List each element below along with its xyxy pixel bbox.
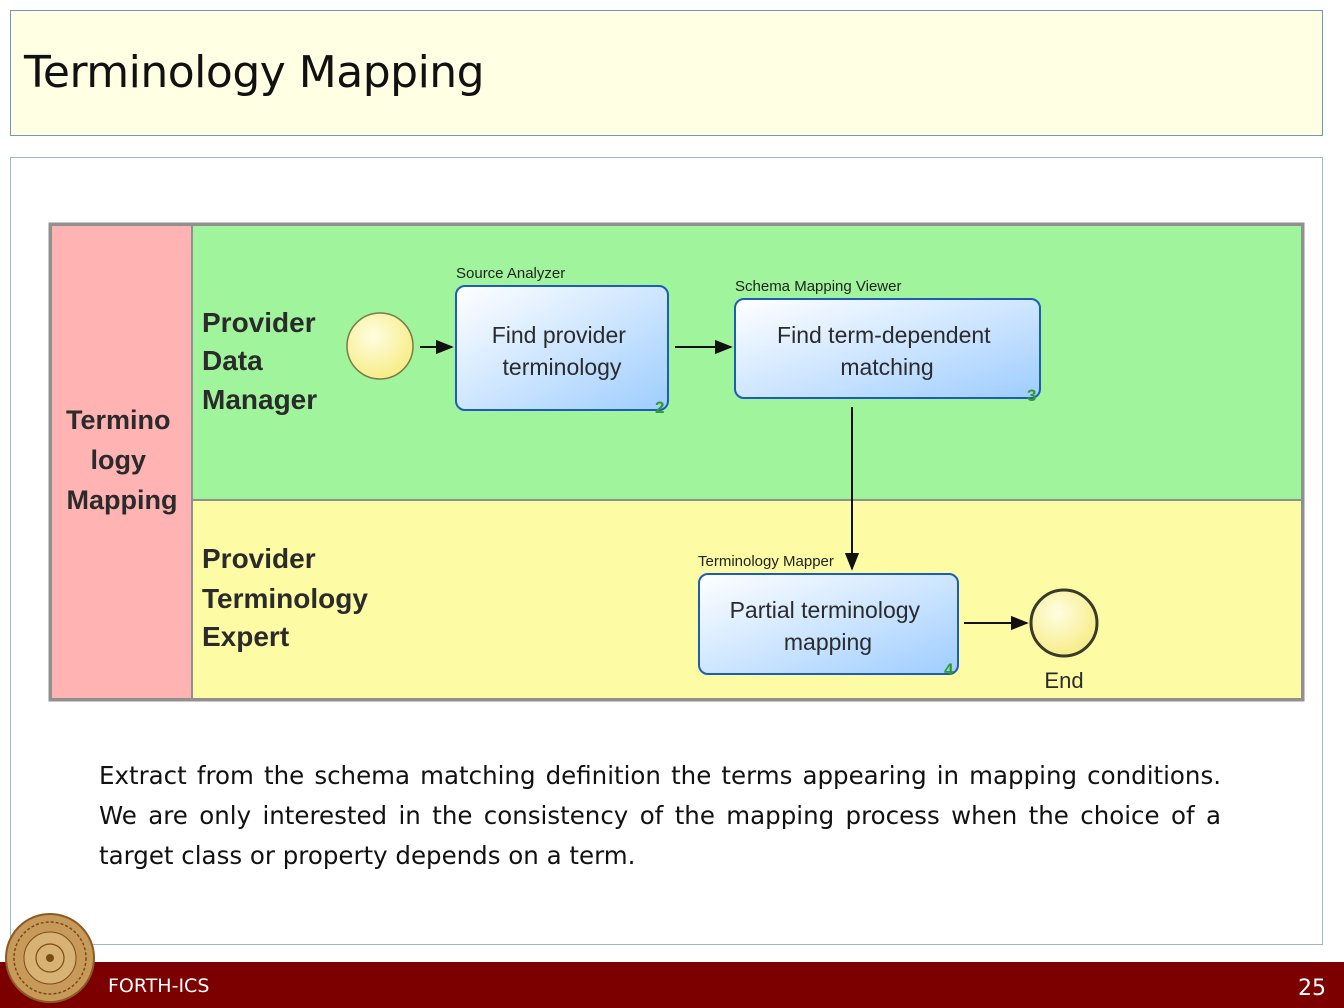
task-number: 3 — [1027, 386, 1036, 405]
footer-label: FORTH-ICS — [108, 975, 210, 997]
lane-label-terminology-expert: Provider Terminology Expert — [202, 543, 376, 652]
task-text: Find provider terminology — [492, 322, 633, 380]
task-find-provider-terminology — [455, 285, 669, 411]
start-event — [346, 312, 414, 380]
university-seal-logo — [5, 913, 95, 1003]
task-find-term-dependent-matching — [734, 298, 1041, 399]
page-number: 25 — [1298, 976, 1326, 1001]
task-text: Partial terminology mapping — [730, 597, 927, 655]
title-bar: Terminology Mapping — [10, 10, 1323, 136]
task-number: 4 — [944, 660, 954, 679]
footer-bar — [0, 962, 1344, 1008]
slide-title: Terminology Mapping — [24, 47, 485, 98]
tool-label-source-analyzer: Source Analyzer — [456, 265, 565, 282]
end-event — [1029, 588, 1099, 658]
pool-label: Termino logy Mapping — [66, 405, 178, 515]
task-text: Find term-dependent matching — [777, 322, 997, 380]
pool-header — [50, 224, 193, 700]
task-number: 2 — [655, 398, 664, 417]
lane-label-data-manager: Provider Data Manager — [202, 307, 323, 415]
bpmn-diagram: Termino logy Mapping Provider Data Manag… — [48, 222, 1305, 702]
tool-label-terminology-mapper: Terminology Mapper — [698, 553, 834, 570]
end-label: End — [1044, 668, 1083, 693]
description-paragraph: Extract from the schema matching definit… — [99, 761, 1221, 870]
task-partial-terminology-mapping — [698, 573, 959, 675]
tool-label-schema-mapping-viewer: Schema Mapping Viewer — [735, 278, 901, 295]
